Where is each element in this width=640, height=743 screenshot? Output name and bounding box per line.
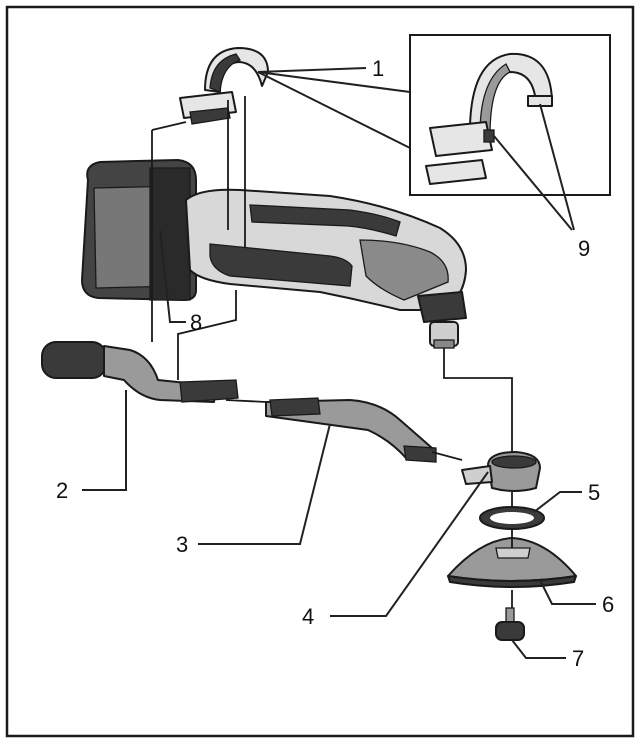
callout-label-7: 7 (572, 646, 584, 671)
callout-label-2: 2 (56, 478, 68, 503)
callout-label-4: 4 (302, 604, 314, 629)
callout-label-6: 6 (602, 592, 614, 617)
callout-labels: 1 2 3 4 5 6 7 8 9 (56, 56, 614, 671)
callout-label-8: 8 (190, 310, 202, 335)
leader-2 (82, 390, 127, 491)
callout-label-3: 3 (176, 532, 188, 557)
leader-9b (539, 103, 575, 231)
leader-1 (257, 67, 367, 73)
callout-label-5: 5 (588, 480, 600, 505)
leader-7 (511, 639, 566, 659)
callout-leaders (82, 67, 596, 659)
leader-3 (198, 423, 331, 545)
assembly-guide-lines (151, 96, 513, 608)
leader-9a (493, 135, 573, 231)
leader-4 (330, 471, 489, 617)
ring-part-5 (479, 506, 545, 530)
tool-nose (417, 291, 467, 323)
extension-part-3 (265, 397, 437, 463)
leader-1-inset-low (257, 71, 411, 149)
leader-6 (539, 579, 596, 605)
adapter-part-4 (461, 451, 541, 492)
leader-1-inset (257, 71, 411, 93)
dust-nozzle-part-2 (41, 341, 239, 403)
leader-8 (159, 229, 186, 323)
screw-part-7 (495, 607, 525, 641)
callout-label-9: 9 (578, 236, 590, 261)
leader-5 (533, 491, 582, 513)
clamp-detail-part-9 (425, 52, 553, 185)
clamp-part-1 (179, 47, 269, 125)
sanding-pad-part-6 (447, 537, 577, 588)
callout-label-1: 1 (372, 56, 384, 81)
multi-tool-body (81, 159, 467, 349)
